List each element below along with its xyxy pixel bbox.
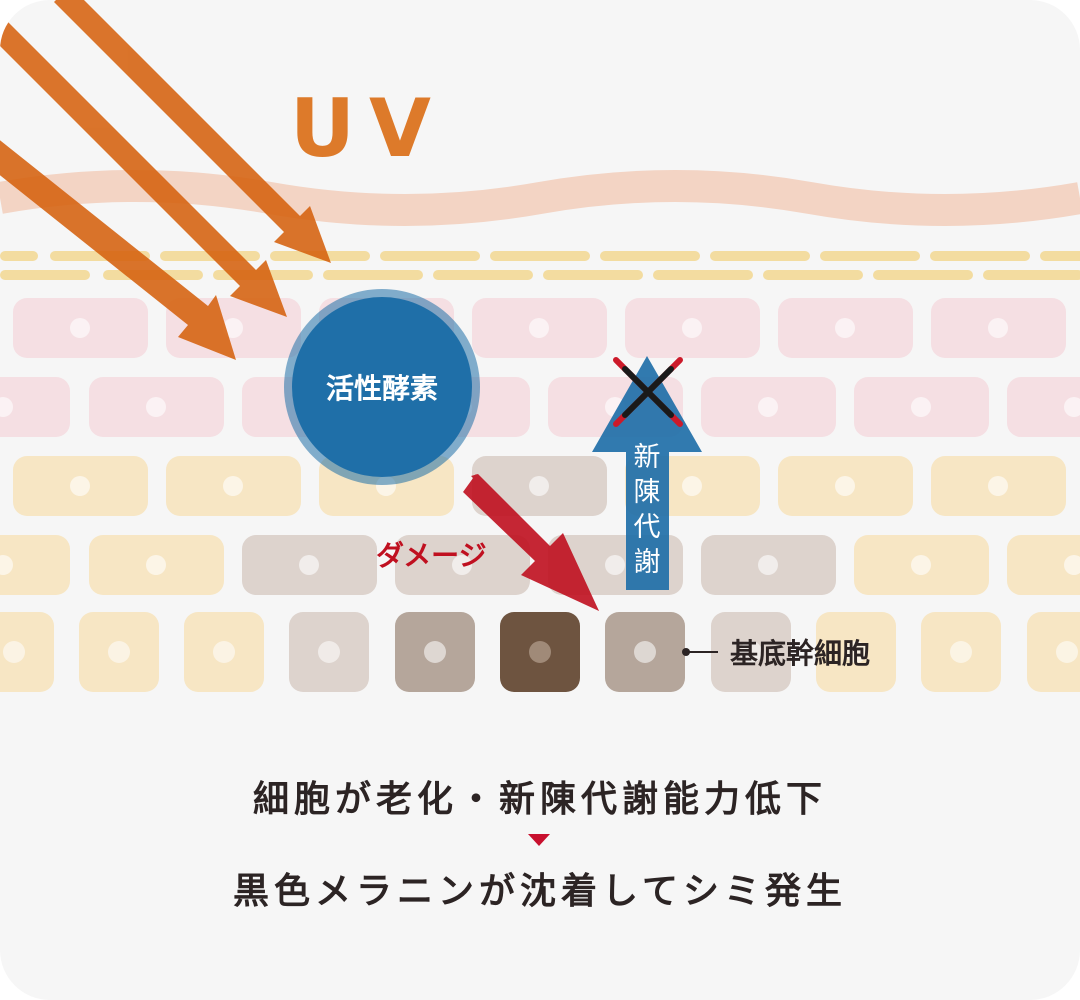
cell — [1007, 535, 1080, 595]
turnover-char: 代 — [634, 512, 661, 543]
damage-label: ダメージ — [376, 539, 487, 572]
triangle-down-icon — [528, 834, 550, 846]
x-mark-icon — [613, 357, 683, 427]
cell-row-3 — [13, 456, 1066, 516]
stem-cell-label: 基底幹細胞 — [730, 637, 870, 670]
turnover-char: 新 — [634, 442, 661, 473]
basal-layer — [0, 612, 1080, 692]
caption-line-2: 黒色メラニンが沈着してシミ発生 — [233, 871, 847, 912]
cell — [0, 612, 54, 692]
uv-arrow — [54, 0, 331, 263]
turnover-char: 陳 — [634, 477, 661, 508]
skin-surface — [0, 170, 1080, 226]
active-oxygen-label: 活性酵素 — [326, 372, 438, 405]
turnover-label: 新 陳 代 謝 — [634, 442, 661, 578]
cell-row-4 — [0, 535, 1080, 595]
cell-row-2 — [0, 377, 1080, 437]
cell — [1007, 377, 1080, 437]
active-oxygen-circle — [284, 289, 480, 485]
stem-cell-pointer — [682, 648, 718, 656]
uv-label: UV — [290, 82, 445, 175]
cell — [0, 535, 70, 595]
uv-arrows — [0, 0, 331, 360]
uv-arrow — [0, 22, 287, 317]
damage-arrow — [463, 474, 599, 611]
uv-arrow — [0, 140, 236, 360]
caption-line-1: 細胞が老化・新陳代謝能力低下 — [252, 779, 827, 820]
cell — [0, 377, 70, 437]
cell — [1027, 612, 1080, 692]
turnover-char: 謝 — [634, 547, 661, 578]
